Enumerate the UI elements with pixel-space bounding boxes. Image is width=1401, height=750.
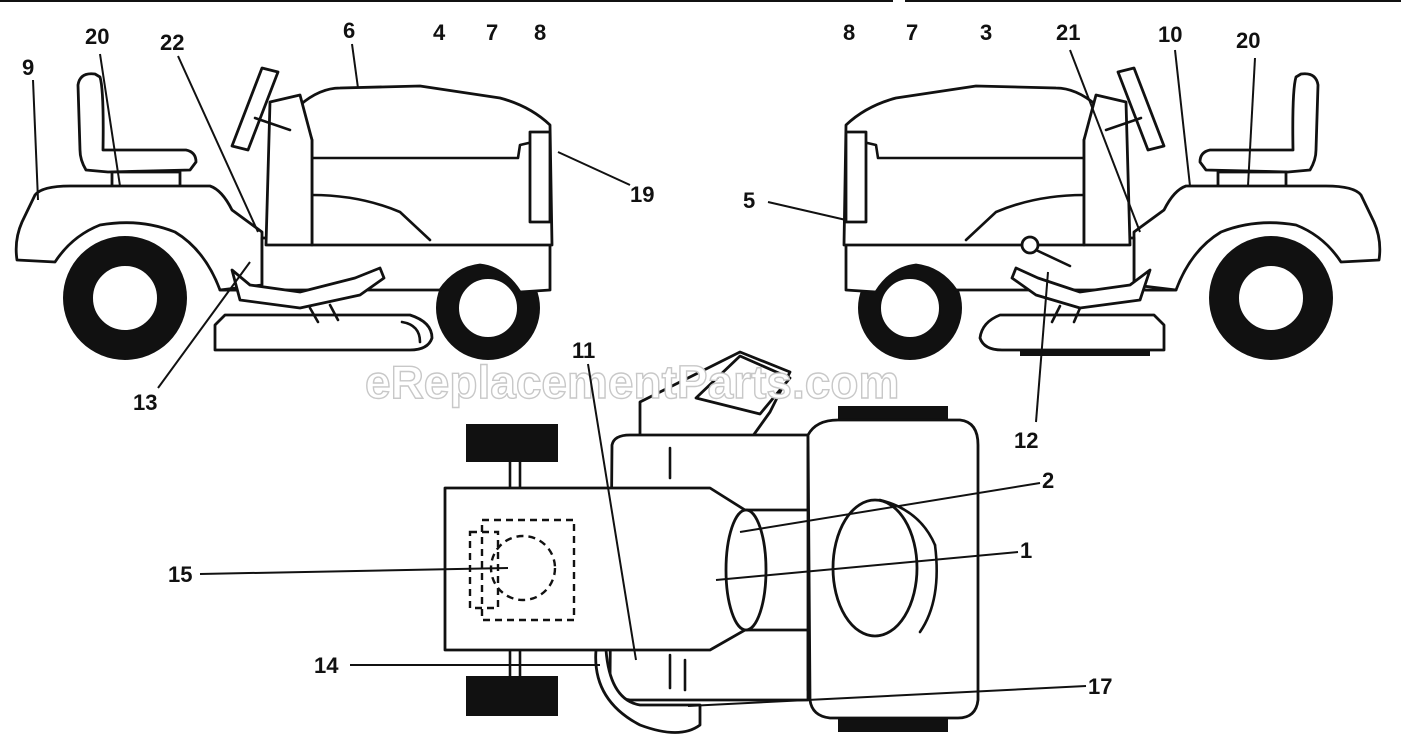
callout-13: 13 — [133, 390, 157, 415]
callout-21: 21 — [1056, 20, 1080, 45]
callout-6: 6 — [343, 18, 355, 43]
callout-4: 4 — [433, 20, 446, 45]
callout-22: 22 — [160, 30, 184, 55]
tractor-top-view — [443, 350, 980, 734]
tractor-right-side-view — [842, 66, 1382, 360]
leader-lines — [32, 43, 1256, 707]
callout-7-right: 7 — [906, 20, 918, 45]
watermark: eReplacementParts.com — [365, 356, 899, 408]
callout-7: 7 — [486, 20, 498, 45]
tractor-left-side-view — [14, 66, 554, 360]
callout-9: 9 — [22, 55, 34, 80]
callout-14: 14 — [314, 653, 339, 678]
callout-19: 19 — [630, 182, 654, 207]
callout-17: 17 — [1088, 674, 1112, 699]
callouts-left: 9 20 22 6 4 7 8 19 13 — [22, 18, 654, 415]
callout-10: 10 — [1158, 22, 1182, 47]
callout-20: 20 — [85, 24, 109, 49]
callout-8-right: 8 — [843, 20, 855, 45]
callouts-top: 11 2 1 15 14 17 — [168, 338, 1112, 699]
callout-5: 5 — [743, 188, 755, 213]
callout-20-right: 20 — [1236, 28, 1260, 53]
callout-11: 11 — [572, 338, 595, 363]
callout-2: 2 — [1042, 468, 1054, 493]
callout-3: 3 — [980, 20, 992, 45]
callouts-right: 8 7 3 21 10 20 5 12 — [743, 20, 1260, 453]
callout-8: 8 — [534, 20, 546, 45]
callout-15: 15 — [168, 562, 192, 587]
callout-12: 12 — [1014, 428, 1038, 453]
callout-1: 1 — [1020, 538, 1032, 563]
